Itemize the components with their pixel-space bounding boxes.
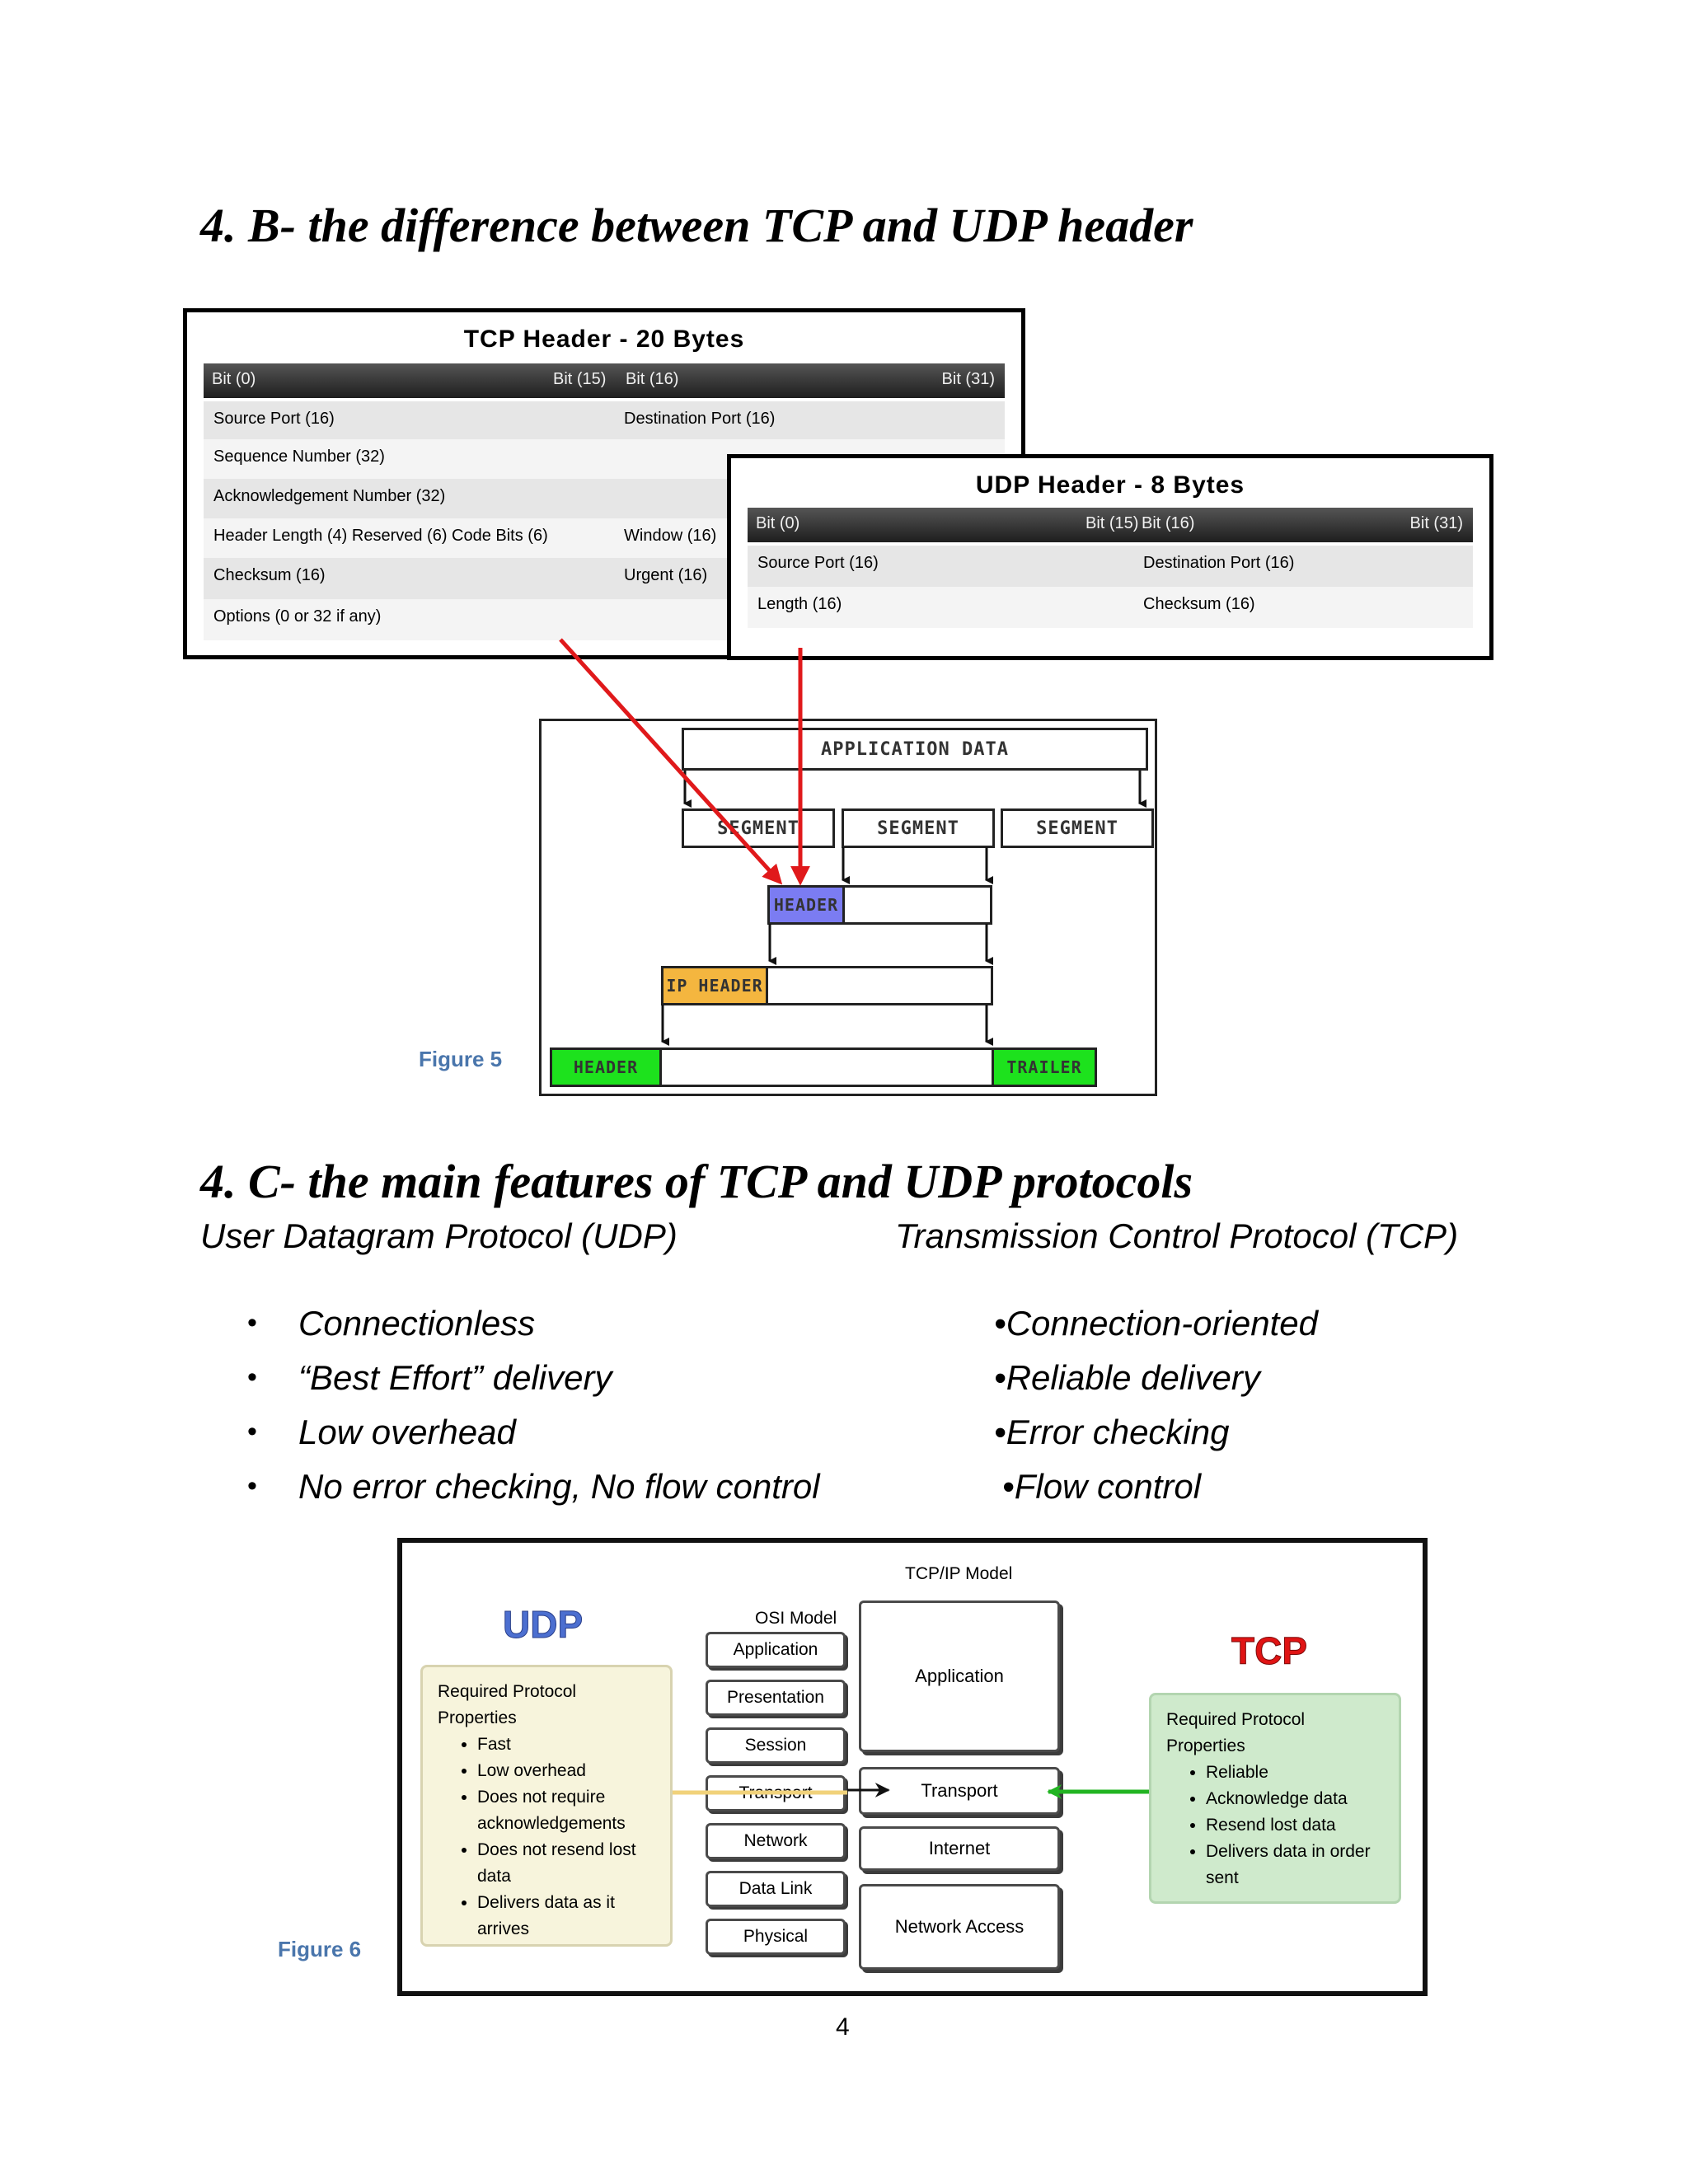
frame-header-box: HEADER xyxy=(550,1047,662,1087)
udp-header-title: UDP Header - 8 Bytes xyxy=(975,471,1245,499)
trailer-box: TRAILER xyxy=(992,1047,1097,1087)
udp-column-label: User Datagram Protocol (UDP) xyxy=(200,1216,678,1255)
tcp-header-title: TCP Header - 20 Bytes xyxy=(463,326,745,353)
segment-box: SEGMENT xyxy=(1001,808,1154,848)
osi-model-title: OSI Model xyxy=(755,1609,837,1628)
list-item: •Error checking xyxy=(994,1413,1230,1451)
segment-box: SEGMENT xyxy=(682,808,835,848)
down-arrows xyxy=(661,771,1146,1046)
application-data-box: APPLICATION DATA xyxy=(682,728,1148,771)
field-label: Length (16) xyxy=(757,595,842,613)
list-item: Delivers data as it arrives xyxy=(477,1890,655,1943)
bit-label: Bit (15) xyxy=(1085,514,1139,532)
list-item: Low overhead xyxy=(298,1413,516,1451)
ip-header-box: IP HEADER xyxy=(661,966,768,1005)
figure-5-caption: Figure 5 xyxy=(419,1047,503,1071)
bullet-icon: • xyxy=(247,1416,257,1447)
bullet-icon: • xyxy=(247,1361,257,1393)
list-item: Fast xyxy=(477,1732,655,1758)
osi-layer-presentation: Presentation xyxy=(706,1680,846,1716)
list-item: “Best Effort” delivery xyxy=(298,1358,612,1397)
tcpip-model-title: TCP/IP Model xyxy=(905,1564,1013,1583)
bullet-icon: • xyxy=(247,1470,257,1502)
tcp-properties-title: Required Protocol Properties xyxy=(1166,1710,1306,1755)
field-label: Source Port (16) xyxy=(757,554,879,572)
list-item: •Flow control xyxy=(1002,1467,1202,1506)
table-row: Source Port (16) Destination Port (16) xyxy=(748,546,1473,588)
list-item: Low overhead xyxy=(477,1758,655,1784)
field-label: Checksum (16) xyxy=(1143,595,1255,613)
segment-box: SEGMENT xyxy=(842,808,995,848)
field-label: Header Length (4) Reserved (6) Code Bits… xyxy=(213,527,548,545)
bit-label: Bit (31) xyxy=(941,370,995,388)
list-item: Delivers data in order sent xyxy=(1206,1839,1384,1891)
list-item: •Connection-oriented xyxy=(994,1304,1318,1343)
figure-6-caption: Figure 6 xyxy=(278,1937,362,1961)
tcpip-layer-network-access: Network Access xyxy=(859,1884,1060,1970)
bit-label: Bit (31) xyxy=(1409,514,1463,532)
osi-layer-data-link: Data Link xyxy=(706,1871,846,1907)
field-label: Sequence Number (32) xyxy=(213,448,385,466)
tcp-properties-box: Required Protocol Properties Reliable Ac… xyxy=(1149,1693,1401,1904)
udp-properties-box: Required Protocol Properties Fast Low ov… xyxy=(420,1665,673,1947)
tcp-logo: TCP xyxy=(1231,1629,1308,1673)
tcp-column-label: Transmission Control Protocol (TCP) xyxy=(895,1216,1459,1255)
field-label: Urgent (16) xyxy=(624,566,708,584)
list-item: •Reliable delivery xyxy=(994,1358,1260,1397)
field-label: Source Port (16) xyxy=(213,410,335,428)
header-pointer-arrows xyxy=(559,638,810,886)
section-c-title: 4. C- the main features of TCP and UDP p… xyxy=(200,1155,1193,1208)
tcpip-model-diagram: TCP/IP Model OSI Model UDP TCP Required … xyxy=(397,1538,1428,1996)
field-label: Destination Port (16) xyxy=(1143,554,1295,572)
field-label: Acknowledgement Number (32) xyxy=(213,487,446,505)
red-arrow-icon xyxy=(559,638,783,885)
list-item: Resend lost data xyxy=(1206,1812,1384,1839)
frame-data-box xyxy=(659,1047,994,1087)
udp-bit-bar: Bit (0) Bit (15) Bit (16) Bit (31) xyxy=(748,508,1473,542)
list-item: Acknowledge data xyxy=(1206,1786,1384,1812)
list-item: Does not require acknowledgements xyxy=(477,1784,655,1837)
encapsulation-diagram: APPLICATION DATA SEGMENT SEGMENT SEGMENT… xyxy=(539,719,1157,1096)
bit-label: Bit (16) xyxy=(626,370,679,388)
list-item: No error checking, No flow control xyxy=(298,1467,820,1506)
segment-header-box: HEADER xyxy=(767,885,845,925)
table-row: Length (16) Checksum (16) xyxy=(748,587,1473,628)
bit-label: Bit (16) xyxy=(1142,514,1195,532)
tcpip-layer-internet: Internet xyxy=(859,1826,1060,1871)
section-b-title: 4. B- the difference between TCP and UDP… xyxy=(200,199,1193,252)
list-item: Reliable xyxy=(1206,1760,1384,1786)
list-item: Does not resend lost data xyxy=(477,1837,655,1890)
field-label: Destination Port (16) xyxy=(624,410,776,428)
osi-layer-session: Session xyxy=(706,1727,846,1764)
udp-logo: UDP xyxy=(502,1603,584,1647)
udp-header-table: UDP Header - 8 Bytes Bit (0) Bit (15) Bi… xyxy=(727,454,1493,660)
model-arrows xyxy=(673,1783,1149,1799)
tcp-bit-bar: Bit (0) Bit (15) Bit (16) Bit (31) xyxy=(204,363,1005,398)
field-label: Window (16) xyxy=(624,527,717,545)
list-item: Connectionless xyxy=(298,1304,536,1343)
osi-layer-network: Network xyxy=(706,1823,846,1859)
segment-data-box xyxy=(842,885,992,925)
bullet-icon: • xyxy=(247,1307,257,1338)
bit-label: Bit (15) xyxy=(553,370,607,388)
tcpip-layer-application: Application xyxy=(859,1601,1060,1752)
osi-layer-physical: Physical xyxy=(706,1919,846,1955)
bit-label: Bit (0) xyxy=(212,370,256,388)
packet-data-box xyxy=(766,966,993,1005)
osi-layer-application: Application xyxy=(706,1632,846,1668)
udp-properties-title: Required Protocol Properties xyxy=(438,1682,577,1727)
field-label: Options (0 or 32 if any) xyxy=(213,607,382,626)
page-number: 4 xyxy=(836,2013,850,2041)
bit-label: Bit (0) xyxy=(756,514,800,532)
field-label: Checksum (16) xyxy=(213,566,326,584)
